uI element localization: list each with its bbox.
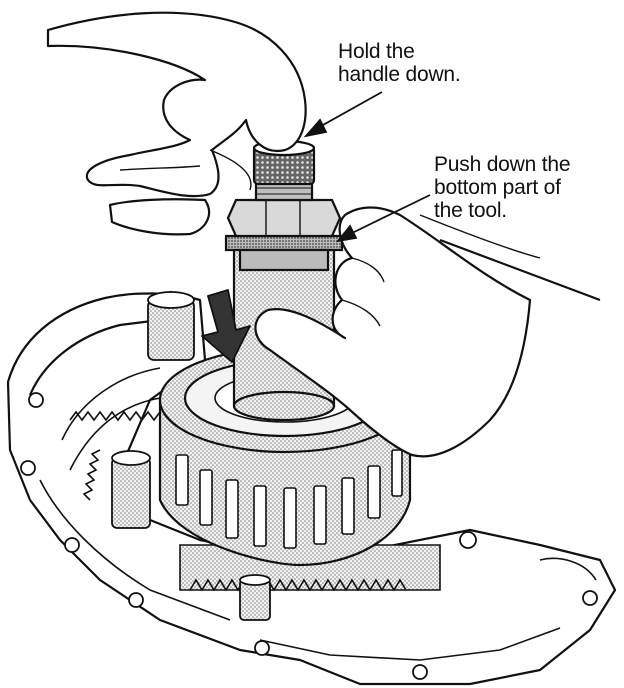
callout-hold-handle: Hold the handle down. [338, 40, 461, 86]
callout-push-tool: Push down the bottom part of the tool. [434, 153, 571, 222]
case-bolt-holes [20, 392, 598, 680]
ring-gear [61, 367, 167, 501]
drum-slots [175, 449, 403, 549]
callout-push-line-1: Push down the [434, 153, 571, 176]
leader-lines [303, 91, 431, 243]
downward-arrow-icon [201, 289, 251, 363]
callout-hold-line-1: Hold the [338, 40, 415, 63]
transmission-case [6, 290, 617, 686]
lower-hand [254, 206, 601, 458]
callout-push-line-3: the tool. [434, 199, 507, 222]
callout-hold-line-2: handle down. [338, 63, 461, 86]
upper-hand [46, 11, 307, 236]
callout-push-line-2: bottom part of [434, 176, 561, 199]
case-posts [111, 291, 271, 621]
